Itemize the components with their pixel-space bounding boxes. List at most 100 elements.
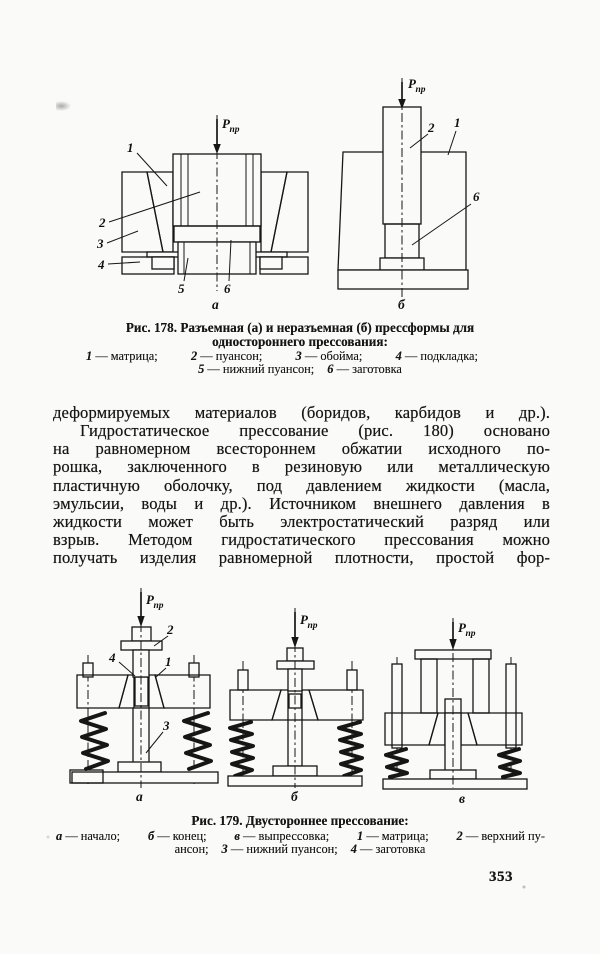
base-pad: [69, 769, 104, 784]
spring-right: [182, 711, 213, 771]
force-label: P: [146, 592, 155, 607]
part-label-2: 2: [427, 120, 435, 135]
leader-1: [136, 152, 168, 187]
legend-num: а: [56, 829, 63, 843]
part-label-2: 2: [98, 215, 106, 230]
guide-rod-right: [346, 669, 358, 691]
part-label-3: 3: [162, 718, 170, 733]
body-text: деформируемых материалов (боридов, карби…: [53, 404, 550, 567]
matrix-insert-left: [146, 171, 174, 253]
page-number: 353: [489, 869, 513, 885]
part-label-2: 2: [166, 622, 174, 637]
fig179-legend-line2: ансон; 3 — нижний пуансон; 4 — заготовка: [55, 842, 545, 856]
lower-punch-lines: [183, 242, 251, 274]
arrowhead: [291, 637, 299, 648]
leader-6: [411, 203, 472, 246]
fig179-diagram-a: P пр 2 4 1 3 а: [69, 588, 219, 804]
base-notch-right: [259, 256, 283, 270]
part-label-1: 1: [454, 115, 461, 130]
arrowhead: [213, 144, 221, 154]
legend-text: — матрица;: [366, 829, 429, 843]
legend-text: — заготовка: [360, 842, 426, 856]
legend-num: 3: [221, 842, 228, 856]
force-label-sub: пр: [230, 125, 240, 135]
body-line: жидкости может быть электростатический р…: [53, 512, 550, 531]
legend-entry: в — выпрессовка;: [234, 829, 330, 843]
legend-num: 2: [190, 349, 198, 363]
mold-sleeve-left: [121, 171, 164, 253]
leader-2: [108, 191, 201, 223]
die-insert-right: [460, 712, 478, 746]
lower-crossbar: [117, 761, 162, 773]
legend-entry: ансон;: [174, 842, 209, 856]
legend-num: 4: [395, 349, 402, 363]
arrowhead: [449, 639, 457, 650]
legend-num: 1: [357, 829, 364, 843]
legend-num: 1: [86, 349, 93, 363]
diagram-letter-b: б: [291, 789, 299, 804]
mold-sleeve-right: [270, 171, 309, 253]
legend-num: 2: [456, 829, 463, 843]
force-label-sub: пр: [308, 621, 318, 631]
legend-text: — нижний пуансон;: [207, 362, 315, 376]
force-label: P: [300, 612, 309, 627]
fig178-legend-line2: 5 — нижний пуансон; 6 — заготовка: [55, 362, 545, 376]
guide-rod-right: [505, 663, 517, 749]
legend-num: б: [147, 829, 155, 843]
legend-text: — заготовка: [336, 362, 402, 376]
legend-num: 4: [350, 842, 357, 856]
body-line: на равномерном всестороннем обжатии исхо…: [53, 440, 550, 459]
leader-3: [106, 230, 139, 244]
legend-text: ансон;: [174, 842, 209, 856]
spring-left: [79, 711, 110, 771]
leader-1: [447, 130, 457, 156]
legend-text: — конец;: [157, 829, 207, 843]
legend-entry: а — начало;: [56, 829, 120, 843]
legend-num: 3: [295, 349, 302, 363]
legend-entry: 1 — матрица;: [357, 829, 429, 843]
legend-entry: 3 — обойма;: [295, 349, 363, 363]
body-line: деформируемых материалов (боридов, карби…: [53, 404, 550, 422]
force-label-sub: пр: [466, 629, 476, 639]
spring-left: [384, 747, 409, 779]
force-label-sub: пр: [416, 85, 426, 95]
legend-entry: 2 — верхний пу-: [456, 829, 545, 843]
body-line: получать изделия равномерной плотности, …: [53, 549, 550, 568]
part-label-4: 4: [108, 650, 116, 665]
legend-text: — нижний пуансон;: [230, 842, 338, 856]
yoke-column-right: [472, 658, 490, 714]
arrowhead: [137, 616, 145, 627]
legend-text: — матрица;: [95, 349, 158, 363]
body-line: Гидростатическое прессование (рис. 180) …: [80, 422, 550, 441]
guide-rod-left: [391, 663, 403, 749]
legend-entry: 2 — пуансон;: [190, 349, 263, 363]
guide-rod-right: [188, 662, 200, 678]
part-label-3: 3: [96, 236, 104, 251]
fig178-diagram-b: P пр 2 1 6 б: [337, 76, 480, 311]
legend-entry: 6 — заготовка: [327, 362, 402, 376]
legend-entry: 3 — нижний пуансон;: [221, 842, 338, 856]
legend-text: — выпрессовка;: [243, 829, 330, 843]
legend-entry: б — конец;: [147, 829, 207, 843]
scan-dot: [46, 835, 50, 839]
fig179-legend-line1: а — начало; б — конец; в — выпрессовка; …: [56, 829, 545, 843]
legend-text: — пуансон;: [200, 349, 263, 363]
die-insert-right: [148, 674, 165, 709]
die-insert-right: [301, 689, 319, 721]
leader-3: [145, 731, 164, 754]
legend-entry: 5 — нижний пуансон;: [198, 362, 315, 376]
force-label: P: [408, 76, 417, 91]
leader-5: [183, 257, 189, 282]
leader-4: [118, 661, 136, 677]
force-label: P: [458, 620, 467, 635]
legend-text: — подкладка;: [404, 349, 478, 363]
body-line: пластичную оболочку, под давлением жидко…: [53, 476, 550, 495]
fig178-caption-line1: Рис. 178. Разъемная (а) и неразъемная (б…: [125, 320, 475, 335]
fig179-diagram-b: P пр б: [227, 608, 364, 804]
yoke-column-left: [420, 658, 438, 714]
diagram-letter-a: а: [212, 297, 219, 311]
part-label-6: 6: [224, 281, 231, 296]
body-line: рошка, заключенного в резиновую или мета…: [53, 458, 550, 477]
leader-6: [228, 239, 232, 282]
